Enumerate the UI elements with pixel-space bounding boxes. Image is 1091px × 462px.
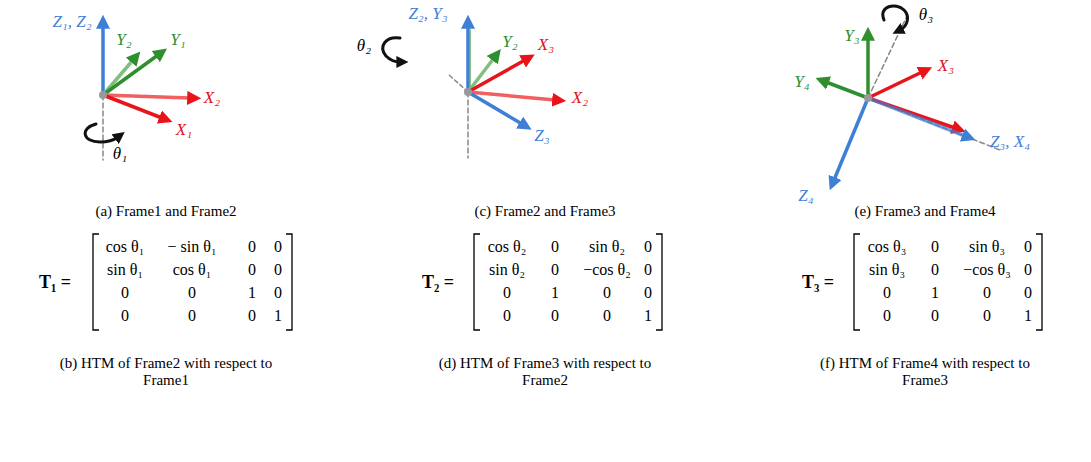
matrix-cell: 1 [1024,307,1032,325]
axis-label: Z₃, X₄ [990,132,1030,152]
matrix-cell: 0 [551,261,559,279]
figure-caption: (b) HTM of Frame2 with respect to Frame1 [46,355,286,390]
matrix-cell: cos θ₁ [173,261,212,279]
axis-label: Y₃ [844,26,859,46]
matrix-cell: 0 [188,307,196,325]
matrix-cell: 1 [931,284,939,302]
matrix-cell: 0 [983,307,991,325]
matrix-cell: 1 [551,284,559,302]
matrix-name: T₁ = [39,272,71,293]
axis-label: Y₄ [794,72,809,92]
matrix-cell: 0 [274,284,282,302]
matrix-cell: cos θ₃ [868,238,907,256]
axis-label: Y₂ [116,30,131,50]
matrix-cell: − sin θ₁ [168,238,217,256]
matrix-cell: 1 [644,307,652,325]
matrix-cell: 0 [188,284,196,302]
axis-label: θ₁ [113,144,127,164]
matrix-cell: 0 [248,261,256,279]
frame-e [826,6,1000,180]
matrix-cell: 0 [644,238,652,256]
figure-caption: (f) HTM of Frame4 with respect to Frame3 [805,355,1045,390]
matrix-cell: 1 [248,284,256,302]
matrix-name: T₃ = [802,272,834,293]
matrix-cell: 0 [931,261,939,279]
matrix-cell: sin θ₂ [489,261,525,279]
matrix-cell: 0 [1024,284,1032,302]
axis-label: Y₂ [502,32,517,52]
matrix-cell: 0 [1024,261,1032,279]
axis-label: X₃ [538,35,554,55]
matrix-cell: 0 [883,307,891,325]
matrix-cell: 0 [503,284,511,302]
figure-caption: (e) Frame3 and Frame4 [805,203,1045,220]
matrix-cell: 0 [644,261,652,279]
matrix-cell: 0 [931,238,939,256]
matrix-cell: 0 [121,307,129,325]
axis-label: X₂ [572,88,588,108]
figure-caption: (d) HTM of Frame3 with respect to Frame2 [425,355,665,390]
axis-label: Z₂, Y₃ [408,4,447,24]
figure-caption: (c) Frame2 and Frame3 [425,203,665,220]
matrix-cell: −cos θ₂ [583,261,631,279]
axis-label: X₃ [938,56,954,76]
matrix-cell: 0 [274,238,282,256]
axis-label: Z₄ [798,186,813,206]
figure-caption: (a) Frame1 and Frame2 [46,203,286,220]
matrix-cell: sin θ₂ [589,238,625,256]
matrix-cell: 0 [883,284,891,302]
axis-label: θ₃ [919,5,933,25]
matrix-cell: 0 [274,261,282,279]
matrix-cell: 0 [551,307,559,325]
matrix-cell: 1 [274,307,282,325]
matrix-cell: 0 [983,284,991,302]
axis-label: θ₂ [357,36,371,56]
matrix-cell: −cos θ₃ [963,261,1011,279]
matrix-cell: 0 [121,284,129,302]
matrix-cell: sin θ₁ [107,261,143,279]
matrix-cell: 0 [551,238,559,256]
matrix-name: T₂ = [422,272,454,293]
matrix-cell: 0 [644,284,652,302]
axis-label: X₁ [176,120,192,140]
matrix-cell: cos θ₁ [106,238,145,256]
matrix-cell: 0 [248,307,256,325]
matrix-cell: sin θ₃ [869,261,905,279]
matrix-bracket [93,234,1042,330]
matrix-cell: 0 [603,307,611,325]
axis-label: Z₃ [534,126,549,146]
matrix-cell: 0 [603,284,611,302]
frame-c [383,26,555,158]
matrix-cell: 0 [248,238,256,256]
axis-label: X₂ [204,88,220,108]
matrix-cell: 0 [1024,238,1032,256]
matrix-cell: 0 [931,307,939,325]
matrix-cell: sin θ₃ [969,238,1005,256]
matrix-cell: 0 [503,307,511,325]
axis-label: Y₁ [170,30,185,50]
frame-a [85,26,190,160]
axis-label: Z₁, Z₂ [52,12,91,32]
matrix-cell: cos θ₂ [488,238,527,256]
